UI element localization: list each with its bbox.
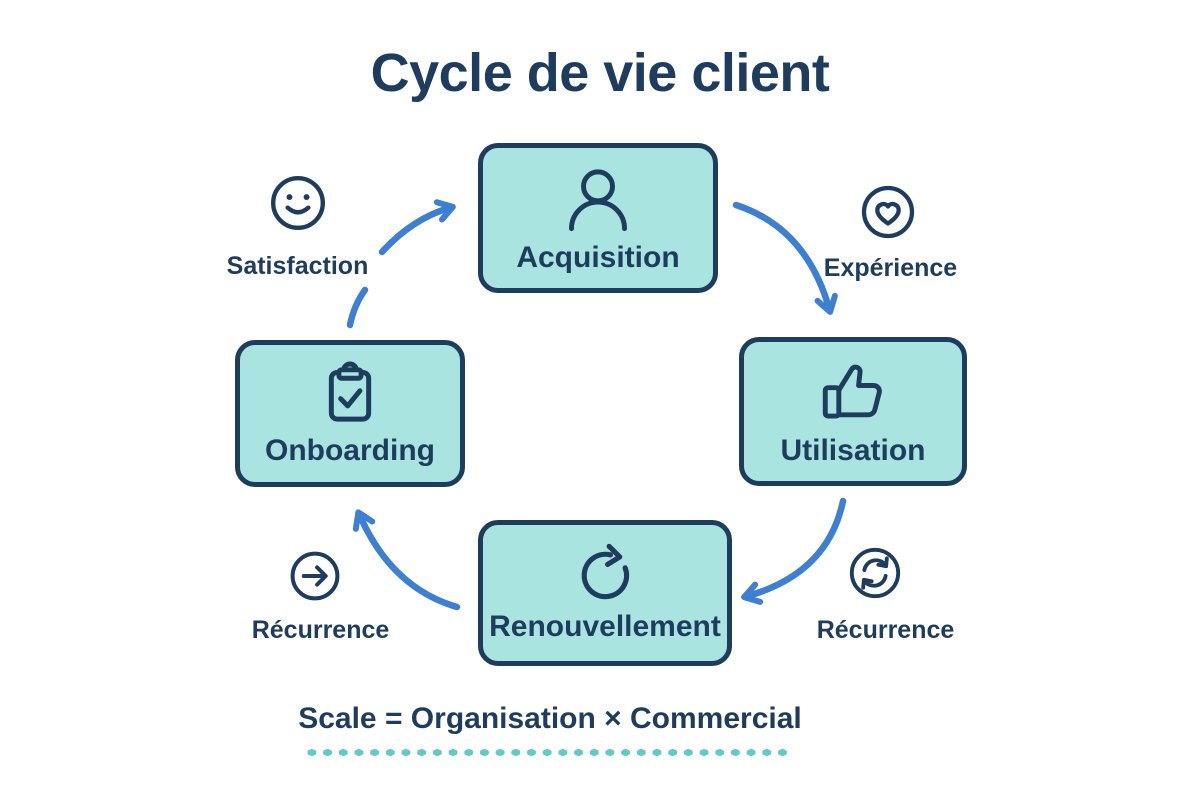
footer-formula: Scale = Organisation × Commercial [298, 702, 802, 735]
stage-label: Utilisation [780, 434, 926, 467]
stage-label: Renouvellement [489, 609, 721, 643]
stage-label: Onboarding [265, 434, 435, 467]
stage-utilisation: Utilisation [739, 337, 967, 486]
connector-label-recurrence-right: Récurrence [816, 616, 955, 644]
dotted-underline [304, 748, 792, 757]
stage-acquisition: Acquisition [478, 143, 718, 293]
person-icon [561, 162, 635, 236]
arrow-right-circle-icon [287, 548, 343, 604]
clipboard-check-icon [315, 359, 385, 429]
arrow-satisfaction-to-acquisition [378, 199, 456, 256]
thumbs-up-icon [816, 355, 890, 429]
arrow-renouvellement-to-onboarding [352, 509, 461, 611]
page-title: Cycle de vie client [370, 43, 830, 103]
stage-renouvellement: Renouvellement [478, 520, 732, 666]
refresh-icon [574, 543, 636, 605]
smiley-icon [267, 172, 329, 234]
stage-label: Acquisition [516, 240, 680, 274]
heart-circle-icon [858, 182, 918, 242]
connector-label-experience: Expérience [823, 254, 958, 282]
stage-onboarding: Onboarding [235, 340, 465, 487]
sync-circle-icon [846, 544, 904, 602]
arrow-utilisation-to-renouvellement [741, 497, 847, 605]
connector-label-recurrence-left: Récurrence [251, 616, 390, 644]
arrow-onboarding-to-satisfaction-fragment [346, 286, 369, 329]
connector-label-satisfaction: Satisfaction [226, 252, 369, 280]
